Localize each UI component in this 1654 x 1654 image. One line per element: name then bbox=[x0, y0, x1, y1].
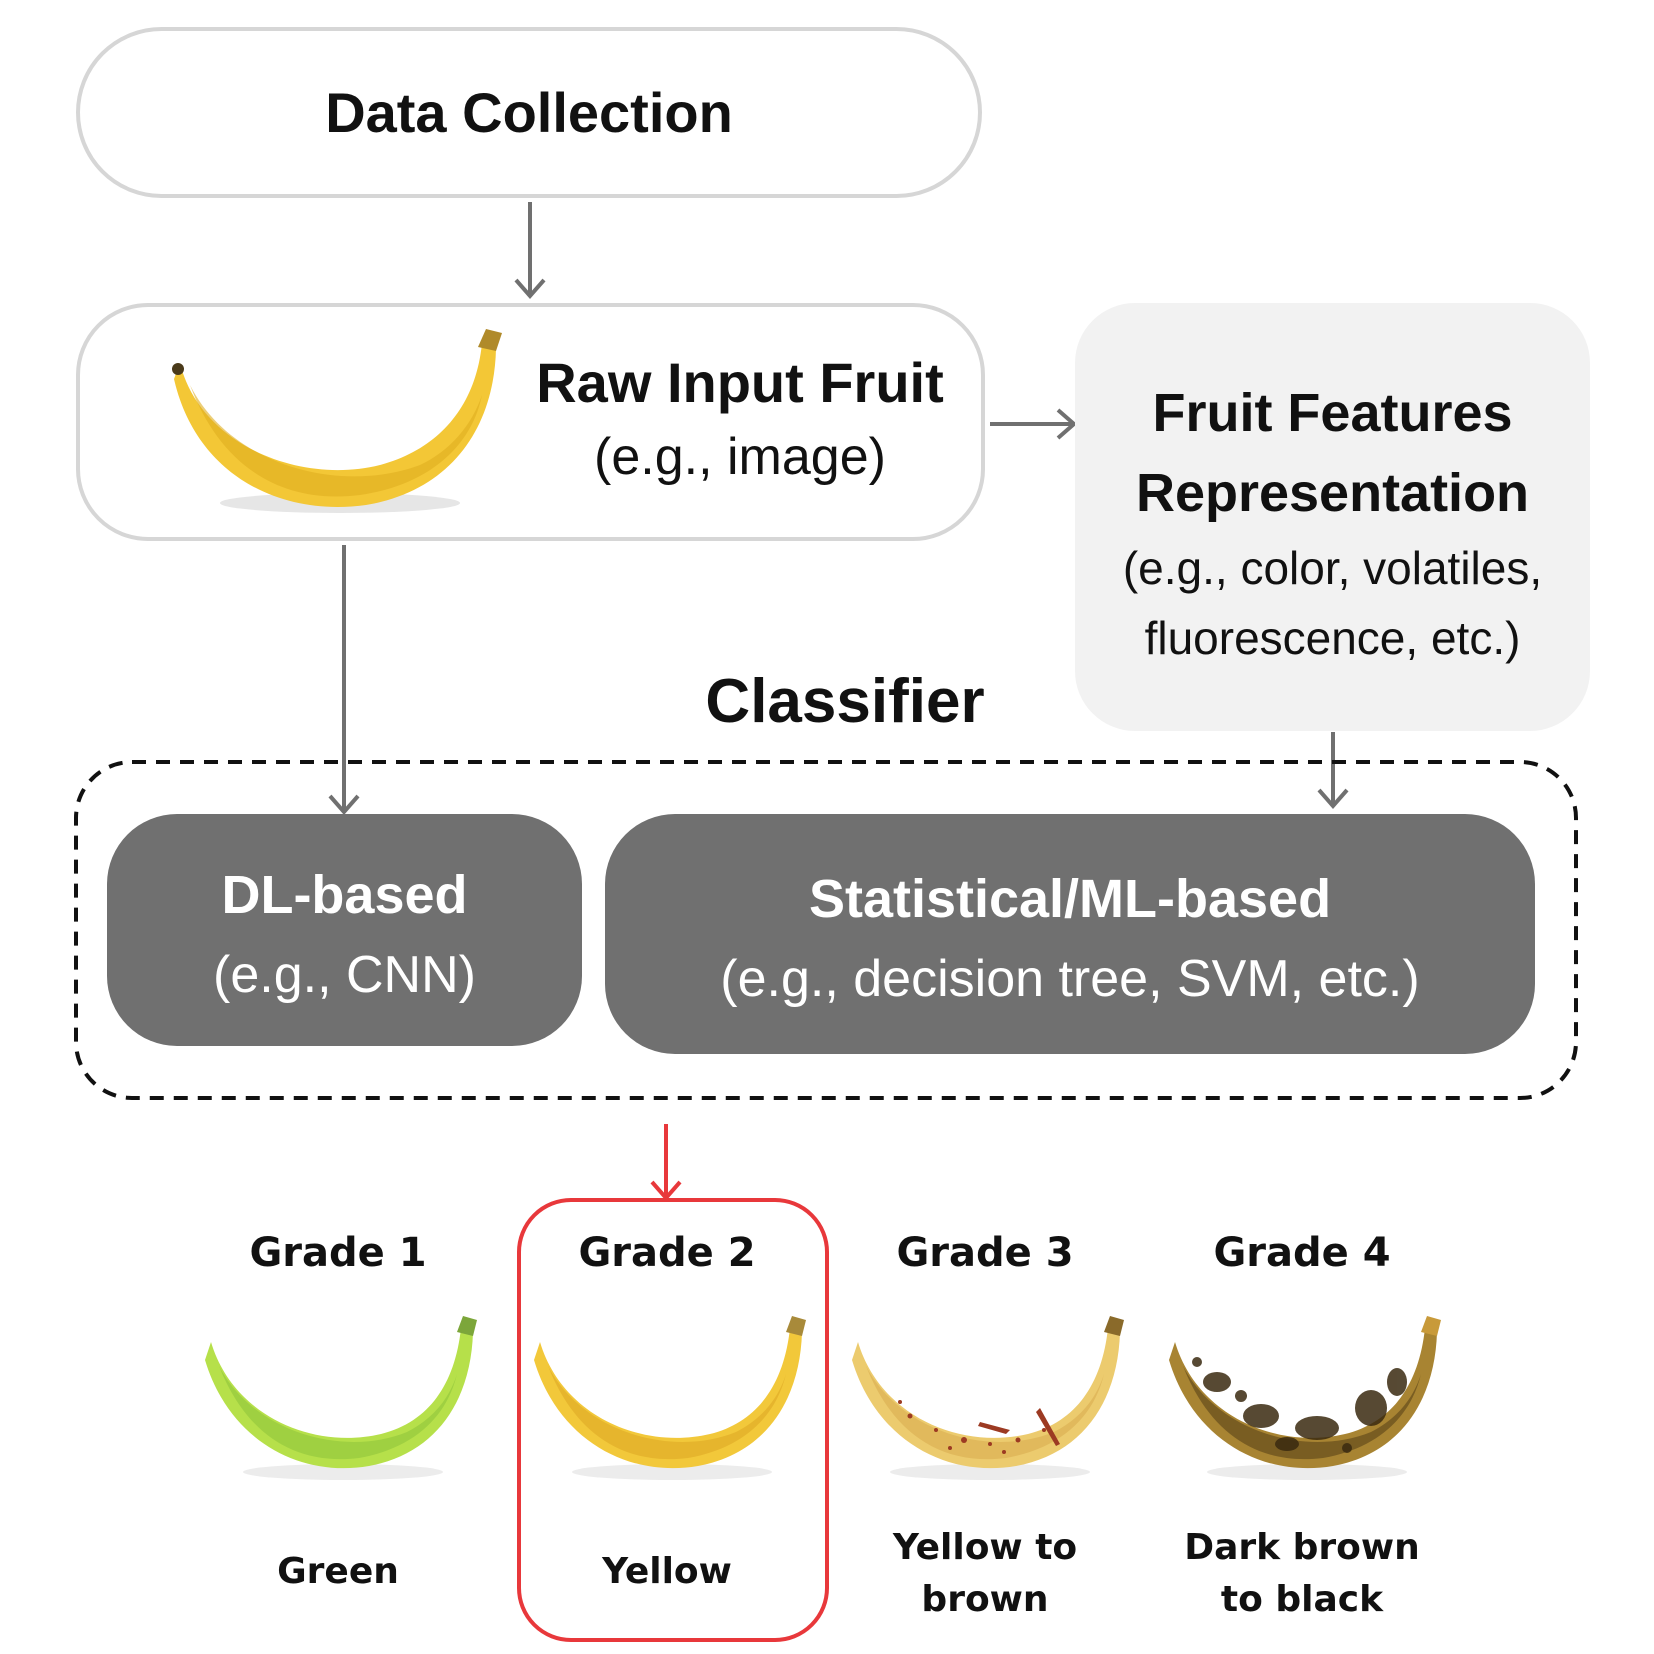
arrow-raw-to-features bbox=[990, 408, 1078, 440]
ml-based-title: Statistical/ML-based bbox=[808, 869, 1332, 929]
green-banana-icon bbox=[205, 1316, 477, 1480]
data-collection-title: Data Collection bbox=[325, 81, 733, 144]
raw-input-title: Raw Input Fruit bbox=[536, 351, 944, 414]
grade-1-desc: Green bbox=[193, 1546, 483, 1598]
grade-2-desc-line1: Yellow bbox=[602, 1551, 732, 1592]
features-box: Fruit Features Representation (e.g., col… bbox=[1075, 303, 1590, 731]
grade-2-desc: Yellow bbox=[522, 1546, 812, 1598]
features-subtitle-line2: fluorescence, etc.) bbox=[1144, 612, 1521, 664]
grade-1-label: Grade 1 bbox=[249, 1230, 427, 1276]
grade-1-column: Grade 1 Green bbox=[193, 1220, 483, 1640]
data-collection-box: Data Collection bbox=[76, 27, 982, 198]
yellow-banana-icon bbox=[534, 1316, 806, 1480]
grade-2-column: Grade 2 Yellow bbox=[522, 1220, 812, 1640]
arrow-features-to-ml bbox=[1317, 732, 1349, 810]
grade-4-column: Grade 4 Dark brown to black bbox=[1157, 1220, 1447, 1640]
red-arrow-to-grade-2 bbox=[650, 1124, 682, 1202]
ml-based-subtitle: (e.g., decision tree, SVM, etc.) bbox=[720, 950, 1420, 1008]
arrow-raw-to-dl bbox=[328, 545, 360, 816]
grade-3-desc-line2: brown bbox=[921, 1579, 1049, 1620]
grade-3-column: Grade 3 Yellow to brown bbox=[840, 1220, 1130, 1640]
features-title-line2: Representation bbox=[1135, 463, 1530, 523]
grade-3-desc-line1: Yellow to bbox=[892, 1527, 1078, 1568]
classifier-title: Classifier bbox=[705, 667, 985, 736]
raw-input-subtitle: (e.g., image) bbox=[594, 428, 886, 486]
grade-4-desc-line2: to black bbox=[1220, 1579, 1384, 1620]
grade-4-label: Grade 4 bbox=[1213, 1230, 1391, 1276]
classifier-frame bbox=[74, 760, 1578, 1100]
banana-icon bbox=[172, 329, 502, 513]
features-subtitle-line1: (e.g., color, volatiles, bbox=[1122, 542, 1543, 594]
grade-4-desc-line1: Dark brown bbox=[1184, 1527, 1420, 1568]
dl-based-box: DL-based (e.g., CNN) bbox=[107, 814, 582, 1046]
ml-based-box: Statistical/ML-based (e.g., decision tre… bbox=[605, 814, 1535, 1054]
spotted-banana-icon bbox=[852, 1316, 1124, 1480]
raw-input-box: Raw Input Fruit (e.g., image) bbox=[76, 303, 985, 541]
selected-grade-frame bbox=[517, 1198, 829, 1642]
grade-2-label: Grade 2 bbox=[578, 1230, 756, 1276]
grade-4-desc: Dark brown to black bbox=[1157, 1522, 1447, 1626]
features-title-line1: Fruit Features bbox=[1152, 383, 1513, 443]
arrow-collection-to-raw bbox=[514, 202, 546, 300]
dl-based-title: DL-based bbox=[221, 865, 468, 925]
dark-banana-icon bbox=[1169, 1316, 1441, 1480]
grade-3-desc: Yellow to brown bbox=[840, 1522, 1130, 1626]
dl-based-subtitle: (e.g., CNN) bbox=[213, 946, 476, 1004]
grade-1-desc-line1: Green bbox=[277, 1551, 399, 1592]
grade-3-label: Grade 3 bbox=[896, 1230, 1074, 1276]
